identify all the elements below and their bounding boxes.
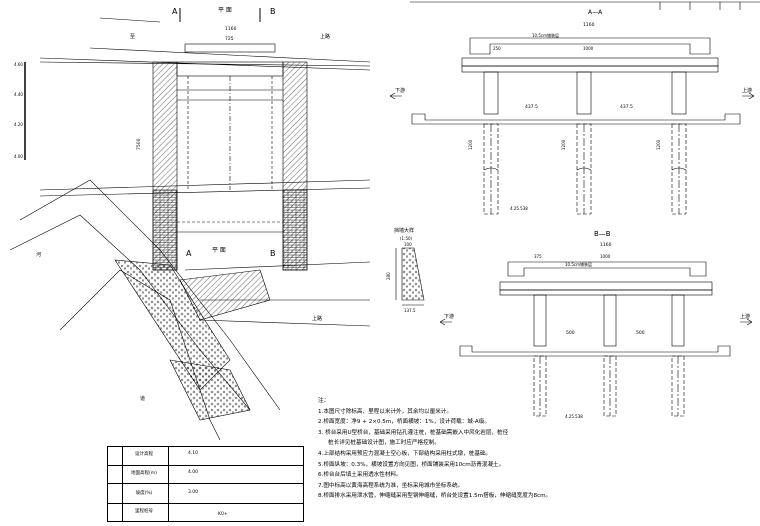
- plan-dim-725: 725: [225, 36, 234, 42]
- note-item: 5.桥面纵坡：0.3%，横坡设置方向见图，桥面铺装采用10cm沥青混凝土。: [318, 461, 505, 468]
- wall-detail-title: 挡墙大样: [394, 227, 414, 234]
- section-aa-deck-label: 10.5cm铺装层: [532, 32, 559, 38]
- section-bb-left-arrow: 下游: [444, 313, 454, 320]
- section-aa-title: A—A: [588, 9, 603, 16]
- note-item: 3. 桥台采用U型桥台，基础采用钻孔灌注桩，桩基础需嵌入中风化岩层，桩径: [318, 429, 509, 436]
- table-row: 里程桩号 K0+: [108, 503, 303, 522]
- table-value: 4.00: [188, 470, 199, 475]
- section-aa-span: 437.5: [620, 104, 633, 110]
- section-bb-text: B—B 1160 375 1000 10.5cm铺装层 500 500 下游 上…: [444, 230, 750, 419]
- table-divider: [168, 447, 169, 521]
- section-bb-dim-top: 1160: [600, 242, 612, 248]
- table-row-label: 坡度(%): [135, 491, 153, 496]
- table-row: 地面高程(m) 4.00: [108, 465, 303, 484]
- level-scale: 4.60 4.40 4.20 4.00: [14, 62, 26, 160]
- section-bb: [439, 261, 753, 417]
- section-bb-dim-sub: 375: [534, 254, 542, 259]
- section-bb-span: 500: [636, 330, 645, 336]
- wall-detail-text: 挡墙大样 (1:50) 100 280 137.5: [386, 227, 416, 313]
- wall-detail-scale: (1:50): [400, 236, 413, 241]
- wall-detail-dim: 100: [404, 242, 412, 247]
- river-label: 道: [140, 395, 145, 402]
- table-value: K0+: [218, 512, 228, 517]
- plan-dim-side: 7500: [136, 138, 142, 150]
- table-row-label: 里程桩号: [135, 509, 153, 514]
- table-row: 坡度(%) 3.00: [108, 483, 303, 504]
- profile-table: 设计高程 4.10 地面高程(m) 4.00 坡度(%) 3.00 里程桩号 K…: [107, 446, 304, 522]
- table-value: 3.00: [188, 490, 199, 495]
- section-mark-a-top: A: [172, 7, 178, 16]
- right-road-label: 上路: [312, 315, 322, 322]
- section-mark-b-bottom: B: [270, 249, 276, 258]
- section-aa-dim-sub: 1000: [583, 46, 594, 51]
- note-item: 2.桥面宽度：净9 + 2×0.5m，桥面横坡：1%，设计荷载：城-A级。: [318, 419, 490, 426]
- note-item: 6.桥台台后填土采用透水性材料。: [318, 472, 402, 479]
- note-item: 4.上部结构采用预应力混凝土空心板，下部结构采用柱式墩，桩基础。: [318, 450, 492, 457]
- section-bb-title: B—B: [594, 230, 611, 238]
- river-label: 河: [36, 251, 41, 258]
- table-divider: [122, 447, 123, 521]
- wall-detail: [395, 247, 425, 306]
- plan-arrow-right: 上路: [320, 33, 330, 40]
- table-row-label: 地面高程(m): [131, 471, 157, 476]
- note-item: 1.本图尺寸除标高、里程以米计外，其余均以厘米计。: [318, 408, 452, 415]
- section-aa-text: A—A 1160 250 1000 10.5cm铺装层 437.5 437.5 …: [395, 9, 752, 211]
- table-value: 4.10: [188, 451, 199, 456]
- section-aa-pier: 1200: [561, 139, 566, 150]
- section-bb-right-arrow: 上游: [740, 313, 750, 320]
- section-aa-pier: 1200: [468, 139, 473, 150]
- plan-view: [39, 17, 371, 271]
- notes-header: 注：: [318, 398, 330, 404]
- note-item: 8.桥面排水采用泄水管，伸缩缝采用型钢伸缩缝，桥台处设置1.5m搭板，伸缩缝宽度…: [318, 493, 552, 500]
- section-bb-dim-sub: 1000: [600, 254, 611, 259]
- section-bb-deck-label: 10.5cm铺装层: [565, 261, 592, 267]
- note-item: 桩长详见桩基础设计图，施工时应严格控制。: [328, 440, 440, 447]
- river-plan: 河 道 上路: [9, 179, 371, 441]
- level-label: 4.20: [14, 122, 23, 127]
- table-row: 设计高程 4.10: [108, 447, 303, 465]
- section-aa-elev: 4.25.538: [510, 206, 528, 211]
- section-markers: A B A B 平 面 平 面 1160 725 7500 至 上路: [130, 7, 330, 258]
- note-item: 7.图中标高以黄海高程系统为准，坐标采用城市坐标系统。: [318, 482, 464, 489]
- table-row-label: 设计高程: [135, 452, 153, 457]
- notes-block: 注： 1.本图尺寸除标高、里程以米计外，其余均以厘米计。 2.桥面宽度：净9 +…: [318, 396, 748, 502]
- section-mark-b-top: B: [270, 7, 276, 16]
- section-bb-elev: 4.25.538: [565, 414, 583, 419]
- section-bb-span: 500: [566, 330, 575, 336]
- level-label: 4.40: [14, 92, 23, 97]
- section-aa-dim-sub: 250: [493, 46, 501, 51]
- level-label: 4.60: [14, 62, 23, 67]
- section-aa-left-arrow: 下游: [395, 87, 405, 94]
- plan-dim-1160: 1160: [225, 26, 237, 32]
- wall-detail-dim: 137.5: [404, 308, 416, 313]
- plan-title-bottom: 平 面: [212, 247, 226, 254]
- section-mark-a-bottom: A: [186, 249, 192, 258]
- section-aa: [389, 1, 760, 215]
- level-label: 4.00: [14, 154, 23, 159]
- section-aa-dim-top: 1160: [583, 22, 595, 28]
- plan-arrow-left: 至: [130, 34, 135, 40]
- plan-title-top: 平 面: [218, 7, 232, 14]
- wall-detail-dim: 280: [386, 272, 391, 280]
- section-aa-span: 437.5: [525, 104, 538, 110]
- section-aa-pier: 1200: [656, 139, 661, 150]
- section-aa-right-arrow: 上游: [742, 87, 752, 94]
